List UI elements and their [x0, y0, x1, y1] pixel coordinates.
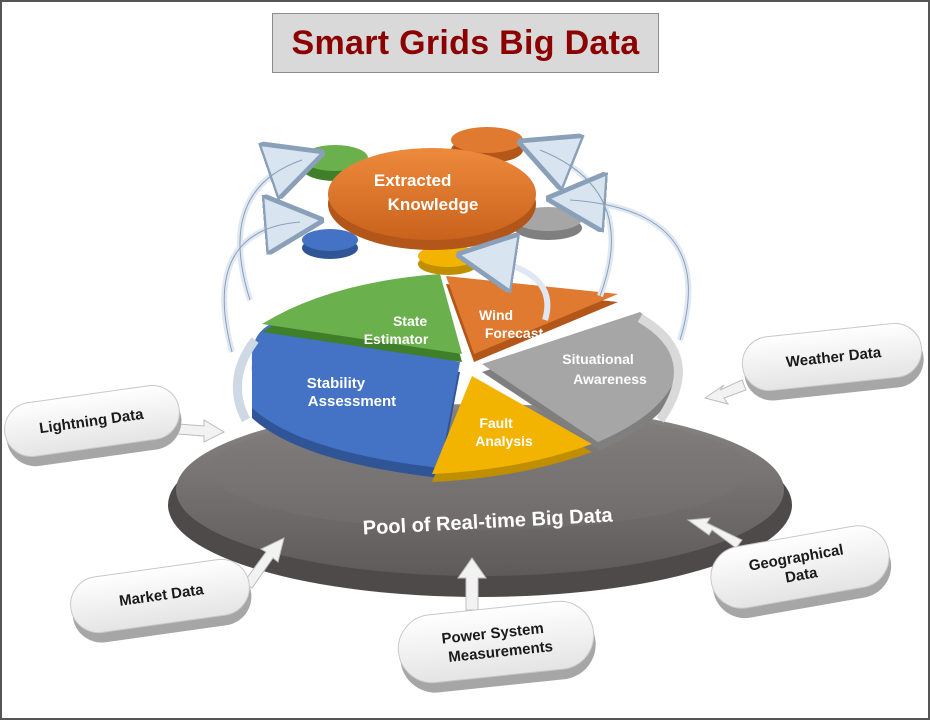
pill-weather-data [741, 322, 924, 401]
pill-geographical-data [710, 525, 892, 619]
diagram-title: Smart Grids Big Data [291, 23, 640, 62]
feedback-arrow-outlines [223, 149, 689, 353]
segment-situational-awareness [482, 312, 680, 450]
stability-assessment-label: Stability Assessment [307, 375, 396, 410]
title-box: Smart Grids Big Data [272, 13, 659, 73]
cylinder-blue [302, 229, 358, 259]
fault-analysis-label: Fault Analysis [475, 415, 533, 449]
pill-market-data [70, 558, 252, 643]
source-arrows [177, 379, 747, 611]
segment-fault-analysis [432, 376, 592, 482]
ring-arrow-left [232, 337, 259, 423]
state-estimator-label: State Estimator [364, 313, 431, 347]
pill-power-system-measurements [397, 600, 596, 693]
ring-arrow-right [637, 314, 683, 423]
segment-wind-forecast [446, 276, 618, 362]
situational-awareness-label: Situational Awareness [562, 351, 647, 387]
extracted-knowledge-disc [328, 148, 536, 250]
wind-forecast-label: Wind Forecast [479, 307, 544, 341]
segment-stability-assessment [251, 322, 460, 478]
pill-lightning-data [4, 385, 182, 467]
extracted-knowledge-label: Extracted Knowledge [374, 171, 478, 214]
segment-state-estimator [262, 274, 462, 362]
